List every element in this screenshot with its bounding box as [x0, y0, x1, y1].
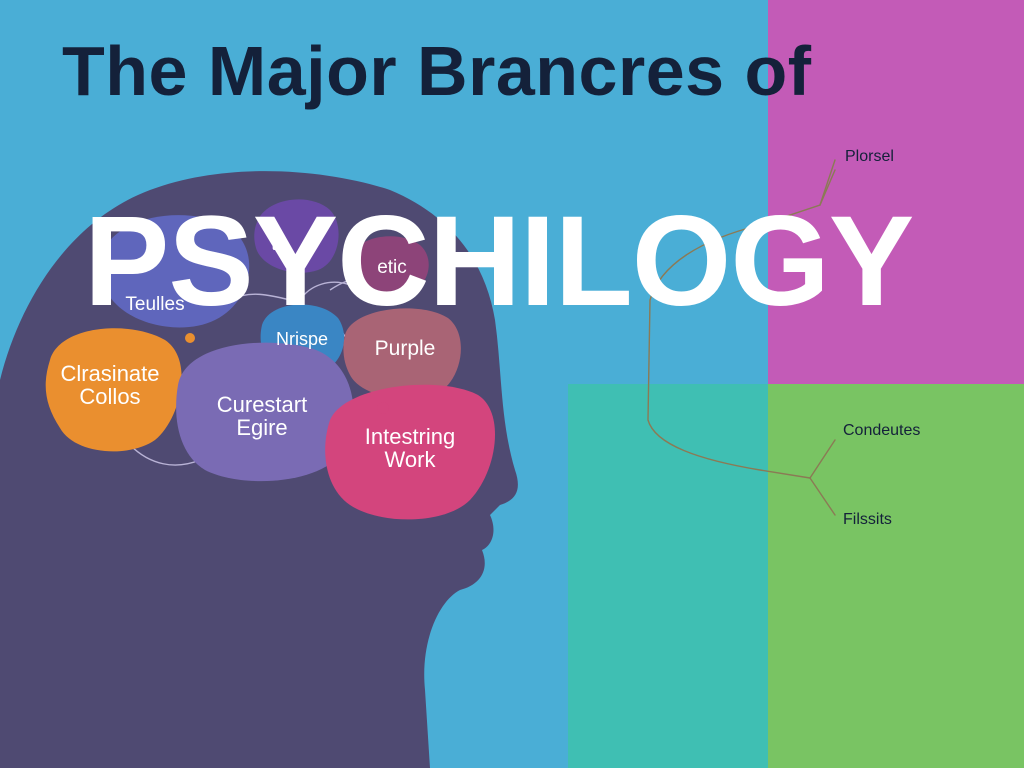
blob-ts	[254, 199, 339, 273]
side-label-top: Plorsel	[845, 148, 894, 165]
blob-etic	[350, 236, 429, 295]
blob-nrispe-label: Nrispe	[275, 329, 328, 349]
side-connectors	[647, 159, 836, 516]
side-label-middle: Condeutes	[843, 422, 921, 439]
blob-intestring	[325, 384, 496, 520]
blob-clrasinate-label: Clrasinate Collos	[60, 361, 160, 410]
orange-dot	[185, 333, 195, 343]
pink-dot	[377, 402, 389, 414]
blob-layer	[45, 199, 496, 520]
side-label-bottom: Filssits	[843, 511, 892, 528]
blob-intestring-label: Intestring Work	[364, 424, 456, 473]
blob-curestart-label: Curestart Egire	[216, 392, 308, 441]
blob-clrasinate	[45, 328, 182, 452]
blob-teulles	[99, 215, 250, 328]
blob-purple-label: Purple	[374, 337, 436, 360]
blob-purple	[343, 308, 461, 399]
blob-etic-label: etic	[377, 257, 407, 278]
magenta-panel	[768, 0, 1024, 384]
page-title: The Major Brancres of	[62, 32, 812, 110]
blob-curestart	[176, 342, 354, 482]
blob-connector-line	[299, 281, 351, 301]
blob-connector-line	[129, 444, 201, 466]
green-panel	[768, 384, 1024, 768]
blob-teulles-label: Teulles	[125, 294, 185, 315]
psychology-heading: PSYCHILOGY	[84, 190, 914, 333]
teal-panel	[568, 384, 768, 768]
blob-ts-label: ts	[271, 235, 285, 254]
